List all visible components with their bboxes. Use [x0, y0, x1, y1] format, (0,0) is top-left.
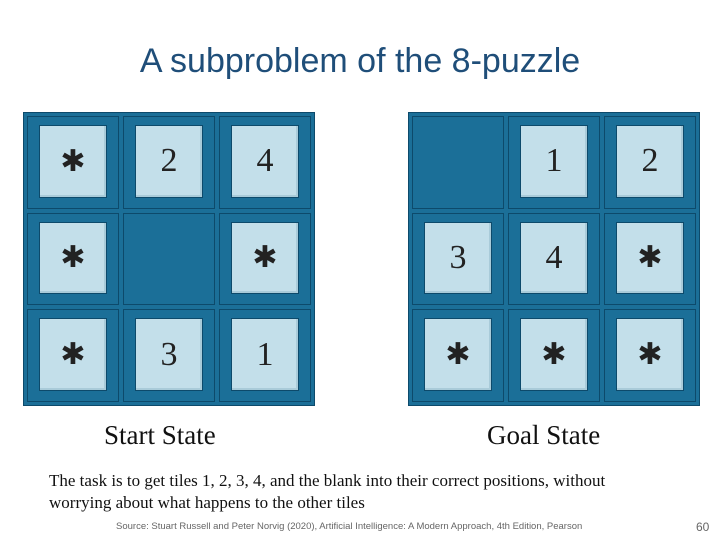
puzzle-cell: 1	[508, 116, 600, 209]
wildcard-tile: ✱	[39, 318, 107, 391]
number-tile: 1	[520, 125, 588, 198]
wildcard-tile: ✱	[616, 318, 684, 391]
wildcard-tile: ✱	[39, 125, 107, 198]
puzzle-cell: ✱	[412, 309, 504, 402]
number-tile: 2	[135, 125, 203, 198]
puzzle-cell: 1	[219, 309, 311, 402]
number-tile: 2	[616, 125, 684, 198]
slide-title: A subproblem of the 8-puzzle	[139, 42, 581, 80]
puzzle-cell: ✱	[219, 212, 311, 306]
description-text: The task is to get tiles 1, 2, 3, 4, and…	[49, 471, 606, 512]
puzzle-cell: 2	[604, 116, 696, 209]
puzzle-cell: ✱	[27, 212, 119, 306]
number-tile: 4	[520, 221, 588, 295]
wildcard-tile: ✱	[39, 221, 107, 295]
puzzle-cell: 4	[219, 116, 311, 209]
wildcard-tile: ✱	[424, 318, 492, 391]
blank-cell	[123, 212, 215, 306]
number-tile: 3	[424, 221, 492, 295]
puzzle-cell: ✱	[508, 309, 600, 402]
wildcard-tile: ✱	[231, 221, 299, 295]
puzzle-cell: ✱	[27, 116, 119, 209]
puzzle-cell: 3	[123, 309, 215, 402]
goal-state-label: Goal State	[487, 420, 601, 450]
source-citation: Source: Stuart Russell and Peter Norvig …	[116, 521, 583, 532]
page-number: 60	[696, 520, 710, 534]
number-tile: 4	[231, 125, 299, 198]
puzzle-cell: 3	[412, 212, 504, 306]
puzzle-cell: 2	[123, 116, 215, 209]
blank-cell	[412, 116, 504, 209]
puzzle-cell: ✱	[27, 309, 119, 402]
puzzle-cell: ✱	[604, 309, 696, 402]
number-tile: 3	[135, 318, 203, 391]
wildcard-tile: ✱	[520, 318, 588, 391]
puzzle-cell: 4	[508, 212, 600, 306]
wildcard-tile: ✱	[616, 221, 684, 295]
start-state-label: Start State	[104, 420, 216, 450]
puzzle-cell: ✱	[604, 212, 696, 306]
number-tile: 1	[231, 318, 299, 391]
